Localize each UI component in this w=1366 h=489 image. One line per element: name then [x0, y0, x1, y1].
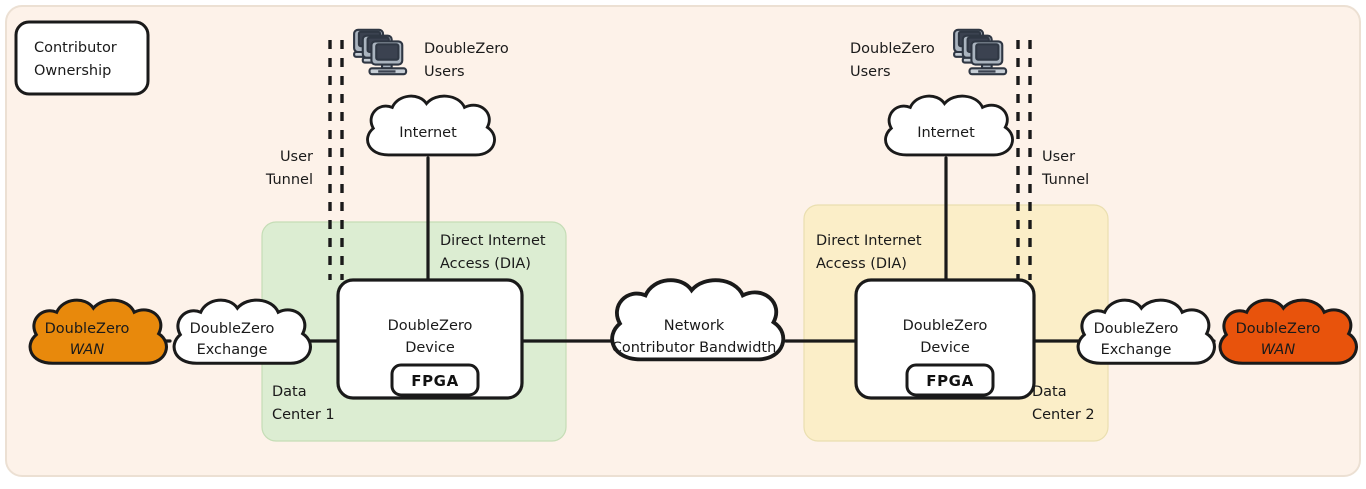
doublezero-users-right: DoubleZero Users: [850, 28, 1008, 80]
datacenter-1-zone-label-line1: Data: [272, 384, 307, 400]
wan-right-label-line1: DoubleZero: [1236, 321, 1321, 337]
wan-left-label-line2: WAN: [70, 342, 105, 358]
exchange-left-label-line2: Exchange: [197, 342, 268, 358]
doublezero-device-left: DoubleZero Device FPGA: [336, 278, 524, 400]
device-left-fpga-label: FPGA: [411, 372, 459, 390]
device-right-label-line1: DoubleZero: [903, 318, 988, 334]
device-left-label-line1: DoubleZero: [388, 318, 473, 334]
tunnel-right-label-line1: User: [1042, 149, 1075, 165]
exchange-right-label-line2: Exchange: [1101, 342, 1172, 358]
doublezero-device-right: DoubleZero Device FPGA: [854, 278, 1036, 400]
device-right-fpga-label: FPGA: [926, 372, 974, 390]
user-tunnel-left: User Tunnel: [265, 40, 344, 280]
device-left-label-line2: Device: [405, 340, 455, 356]
legend-box: [14, 20, 150, 96]
device-right-fpga-box: [905, 363, 995, 397]
datacenter-2-dia-label-line1: Direct Internet: [816, 233, 922, 249]
datacenter-2-dia-label-line2: Access (DIA): [816, 256, 907, 272]
tunnel-left-label-line2: Tunnel: [265, 172, 313, 188]
legend-label-line2: Ownership: [34, 63, 111, 79]
tunnel-left-label-line1: User: [280, 149, 313, 165]
outer-panel: [5, 5, 1361, 477]
backbone-label-line1: Network: [664, 318, 725, 334]
datacenter-2-zone-label-line2: Center 2: [1032, 407, 1095, 423]
legend-label-line1: Contributor: [34, 40, 117, 56]
doublezero-users-left: DoubleZero Users: [353, 28, 509, 80]
exchange-right-label-line1: DoubleZero: [1094, 321, 1179, 337]
datacenter-1-zone-label-line2: Center 1: [272, 407, 335, 423]
legend-contributor-ownership: Contributor Ownership: [14, 20, 150, 96]
datacenter-1-dia-label-line2: Access (DIA): [440, 256, 531, 272]
users-left-label-line1: DoubleZero: [424, 41, 509, 57]
backbone-label-line2: Contributor Bandwidth: [612, 340, 777, 356]
exchange-left-label-line1: DoubleZero: [190, 321, 275, 337]
wan-left-label-line1: DoubleZero: [45, 321, 130, 337]
device-right-label-line2: Device: [920, 340, 970, 356]
datacenter-1-dia-label-line1: Direct Internet: [440, 233, 546, 249]
user-tunnel-right: User Tunnel: [1016, 40, 1089, 280]
tunnel-right-label-line2: Tunnel: [1041, 172, 1089, 188]
wan-right-label-line2: WAN: [1261, 342, 1296, 358]
datacenter-2-zone-label-line1: Data: [1032, 384, 1067, 400]
users-right-label-line1: DoubleZero: [850, 41, 935, 57]
users-left-label-line2: Users: [424, 64, 465, 80]
internet-right-label: Internet: [917, 125, 975, 141]
device-left-fpga-box: [390, 363, 480, 397]
users-right-label-line2: Users: [850, 64, 891, 80]
internet-left-label: Internet: [399, 125, 457, 141]
